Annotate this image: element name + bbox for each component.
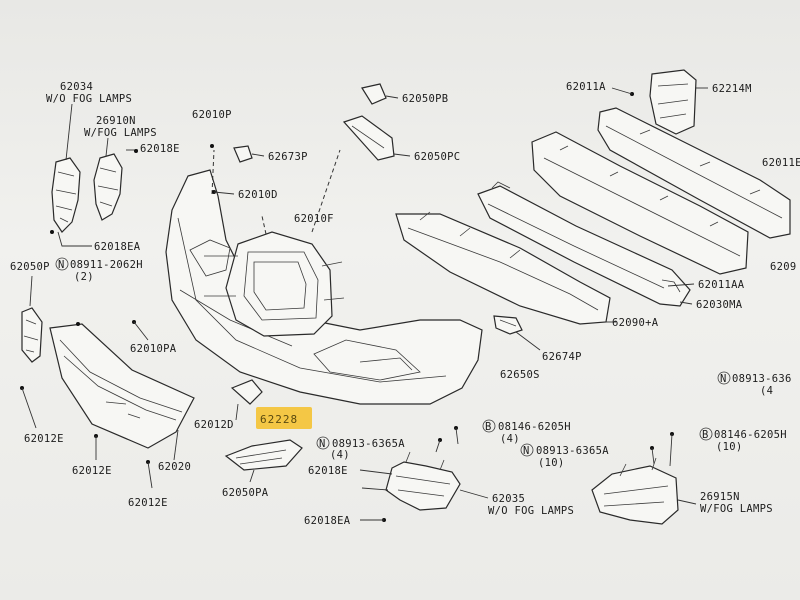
label-62011aa: 62011AA [698, 279, 745, 291]
bumper-fascia-62650s [165, 169, 483, 405]
label-08146b-qty: (10) [716, 441, 743, 453]
label-62018e-bot: 62018E [308, 465, 348, 477]
label-62035-note: W/O FOG LAMPS [488, 505, 574, 517]
label-62012e-b: 62012E [72, 465, 112, 477]
label-62050pb: 62050PB [402, 93, 448, 105]
label-62050pc: 62050PC [414, 151, 460, 163]
bracket-62050pb [361, 83, 387, 105]
label-62012e-a: 62012E [24, 433, 64, 445]
label-62050pa: 62050PA [222, 487, 269, 499]
label-62090a: 62090+A [612, 317, 659, 329]
circle-n-08913a: N [316, 436, 330, 450]
label-62018ea-bot: 62018EA [304, 515, 351, 527]
label-26915n: 26915N [700, 491, 740, 503]
circle-n-text: N [523, 445, 530, 457]
bracket-62050pc [342, 115, 395, 161]
reinforcement-62030ma [477, 181, 691, 307]
bumper-carrier-62010f [189, 231, 345, 337]
fog-bracket-62035 [385, 451, 461, 511]
label-08913b: 08913-6365A [536, 445, 609, 457]
label-26910n-note: W/FOG LAMPS [84, 127, 157, 139]
label-62020: 62020 [158, 461, 191, 473]
circle-n-08913b: N [520, 443, 534, 457]
label-62010p: 62010P [192, 109, 232, 121]
circle-b-text: B [485, 421, 492, 433]
label-62010f: 62010F [294, 213, 334, 225]
label-08913-right: 08913-636 [732, 373, 792, 385]
circle-n-text: N [720, 373, 727, 385]
absorber-upper [531, 131, 749, 275]
label-62012d: 62012D [194, 419, 234, 431]
beam-62214m [597, 107, 791, 239]
fog-bracket-26915n [591, 457, 679, 525]
fog-bracket-62034 [51, 157, 81, 233]
highlight-62228 [256, 407, 312, 429]
label-08913a-qty: (4) [330, 449, 350, 461]
clip-62674p [493, 315, 523, 335]
label-62035: 62035 [492, 493, 525, 505]
circle-n-08911: N [55, 257, 69, 271]
circle-b-08146b: B [699, 427, 713, 441]
label-08913a: 08913-6365A [332, 438, 405, 450]
label-62034-note: W/O FOG LAMPS [46, 93, 132, 105]
bracket-62214m [649, 69, 697, 135]
circle-n-text: N [319, 438, 326, 450]
grille-62020 [49, 323, 195, 449]
label-62010pa: 62010PA [130, 343, 177, 355]
label-62674p: 62674P [542, 351, 582, 363]
label-62050p: 62050P [10, 261, 50, 273]
label-62030ma: 62030MA [696, 299, 743, 311]
label-62018e-top: 62018E [140, 143, 180, 155]
label-62673p: 62673P [268, 151, 308, 163]
label-62010d: 62010D [238, 189, 278, 201]
label-08913b-qty: (10) [538, 457, 565, 469]
label-08911-qty: (2) [74, 271, 94, 283]
label-62034: 62034 [60, 81, 93, 93]
clip-62673p [233, 145, 253, 163]
label-62012e-c: 62012E [128, 497, 168, 509]
circle-n-text: N [58, 259, 65, 271]
label-62011a: 62011A [566, 81, 606, 93]
label-08146a-qty: (4) [500, 433, 520, 445]
label-62650s: 62650S [500, 369, 540, 381]
label-62011e: 62011E [762, 157, 800, 169]
label-62228: 62228 [260, 413, 298, 426]
bracket-62050p [21, 307, 43, 363]
label-08146b: 08146-6205H [714, 429, 787, 441]
circle-b-08146a: B [482, 419, 496, 433]
cover-62050pa [224, 439, 303, 471]
label-26915n-note: W/FOG LAMPS [700, 503, 773, 515]
label-08146a: 08146-6205H [498, 421, 571, 433]
absorber-62090a [395, 211, 611, 325]
circle-n-08913right: N [717, 371, 731, 385]
label-08913-right-qty: (4 [760, 385, 773, 397]
fog-bracket-26910n [93, 153, 123, 221]
circle-b-text: B [702, 429, 709, 441]
label-62090: 6209 [770, 261, 797, 273]
label-08911: 08911-2062H [70, 259, 143, 271]
label-26910n: 26910N [96, 115, 136, 127]
label-62018ea-left: 62018EA [94, 241, 141, 253]
label-62214m: 62214M [712, 83, 752, 95]
cover-62012d [230, 379, 263, 405]
